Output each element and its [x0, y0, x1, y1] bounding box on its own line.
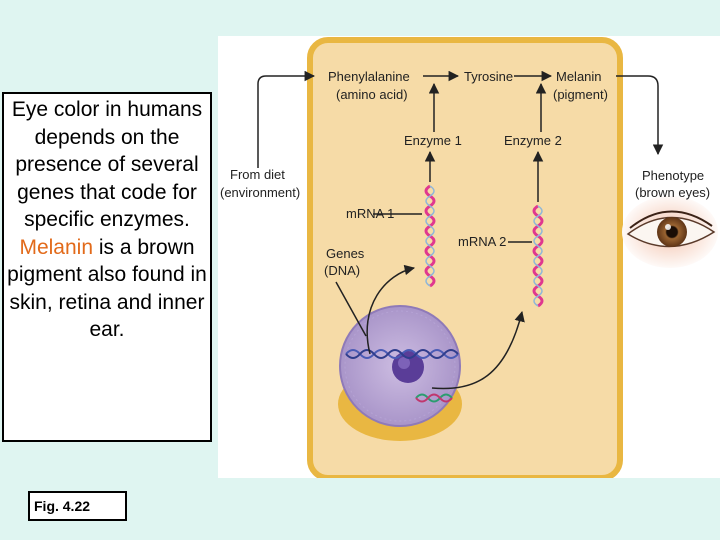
- caption-text: Eye color in humans depends on the prese…: [11, 98, 203, 231]
- enzyme2-label: Enzyme 2: [504, 133, 562, 148]
- genes-pointer-line: [335, 281, 367, 337]
- nucleus: [338, 305, 462, 441]
- phenotype-label: Phenotype: [642, 168, 704, 183]
- melanin-label: Melanin: [556, 69, 602, 84]
- melanin-highlight: Melanin: [19, 235, 93, 259]
- amino-acid-label: (amino acid): [336, 87, 408, 102]
- mrna1-label: mRNA 1: [346, 206, 394, 221]
- gene-expression-diagram: Phenylalanine (amino acid) Tyrosine Mela…: [218, 36, 720, 481]
- from-diet-label: From diet: [230, 167, 285, 182]
- pigment-label: (pigment): [553, 87, 608, 102]
- gene2-transcription-arrow: [431, 310, 525, 390]
- diet-arrow: [257, 70, 316, 168]
- gene1-transcription-arrow: [366, 264, 416, 355]
- phenylalanine-label: Phenylalanine: [328, 69, 410, 84]
- enzyme1-label: Enzyme 1: [404, 133, 462, 148]
- tyrosine-label: Tyrosine: [464, 69, 513, 84]
- brown-eye-image: [622, 196, 718, 268]
- caption-box: Eye color in humans depends on the prese…: [2, 92, 212, 442]
- environment-label: (environment): [220, 185, 300, 200]
- melanin-phenotype-arrow: [616, 75, 664, 156]
- brown-eyes-label: (brown eyes): [635, 185, 710, 200]
- caption-text-end: is a brown pigment also found in skin, r…: [7, 235, 207, 342]
- diagram-svg: Phenylalanine (amino acid) Tyrosine Mela…: [220, 37, 718, 481]
- iris: [657, 217, 687, 247]
- figure-label: Fig. 4.22: [28, 491, 127, 521]
- mrna2-label: mRNA 2: [458, 234, 506, 249]
- dna-label: (DNA): [324, 263, 360, 278]
- pathway-arrows: [257, 70, 664, 390]
- genes-label: Genes: [326, 246, 365, 261]
